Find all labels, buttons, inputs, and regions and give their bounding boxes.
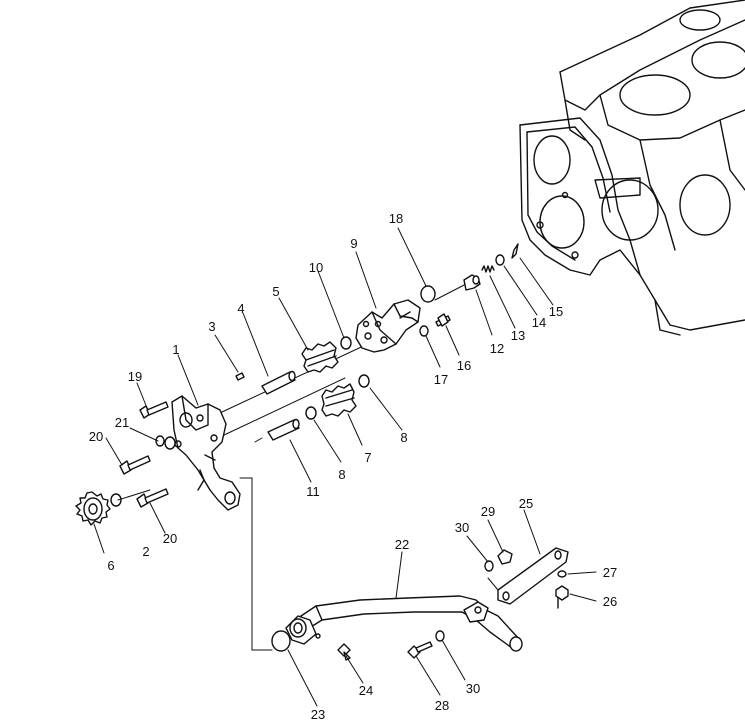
label-part-9: 9 <box>350 236 357 251</box>
label-part-1: 1 <box>172 342 179 357</box>
label-part-16: 16 <box>457 358 471 373</box>
label-part-27: 27 <box>603 565 617 580</box>
label-part-29: 29 <box>481 504 495 519</box>
engine-block <box>519 0 745 336</box>
label-part-3: 3 <box>208 319 215 334</box>
valve-12 <box>463 274 481 291</box>
bushing-8-lower <box>305 406 317 420</box>
nut-29 <box>497 549 513 565</box>
label-part-6: 6 <box>107 558 114 573</box>
part-labels: 1 2 3 4 5 6 7 8 8 9 10 11 12 13 14 15 16… <box>89 211 617 720</box>
label-part-24: 24 <box>359 683 373 698</box>
suction-pipe <box>285 595 523 652</box>
shaft-11 <box>267 418 300 441</box>
label-part-15: 15 <box>549 304 563 319</box>
washer-27 <box>557 570 567 578</box>
washer-14 <box>495 254 505 266</box>
washer-30-upper <box>484 560 494 572</box>
o-ring-23 <box>271 630 291 652</box>
label-part-8-lower: 8 <box>338 467 345 482</box>
gear-7 <box>321 383 357 417</box>
label-part-25: 25 <box>519 496 533 511</box>
washer-30-lower <box>435 630 445 642</box>
label-part-13: 13 <box>511 328 525 343</box>
gear-5 <box>301 341 339 373</box>
washer-17 <box>419 325 429 337</box>
label-part-10: 10 <box>309 260 323 275</box>
label-part-14: 14 <box>532 315 546 330</box>
label-part-18: 18 <box>389 211 403 226</box>
label-part-21: 21 <box>115 415 129 430</box>
o-ring-18 <box>420 285 436 303</box>
center-lines <box>221 281 521 651</box>
spring-13 <box>481 265 495 273</box>
label-part-11: 11 <box>306 484 320 499</box>
label-part-30-upper: 30 <box>455 520 469 535</box>
bolt-16 <box>435 313 451 327</box>
shaft-4 <box>261 370 296 395</box>
label-part-30-lower: 30 <box>466 681 480 696</box>
snap-ring-15 <box>511 243 519 259</box>
bushing-8-upper <box>358 374 370 388</box>
label-part-8-upper: 8 <box>400 430 407 445</box>
label-part-2: 2 <box>142 544 149 559</box>
label-part-20-lower: 20 <box>163 531 177 546</box>
label-part-23: 23 <box>311 707 325 720</box>
pump-cover <box>355 299 421 353</box>
bolt-20-lower <box>136 488 169 508</box>
label-part-17: 17 <box>434 372 448 387</box>
label-part-22: 22 <box>395 537 409 552</box>
pin-3 <box>235 372 245 381</box>
washer-21 <box>155 435 176 450</box>
pump-body <box>171 395 241 511</box>
bolt-24 <box>337 643 351 661</box>
label-part-7: 7 <box>364 450 371 465</box>
label-part-5: 5 <box>272 284 279 299</box>
bolt-26 <box>555 585 569 609</box>
bolt-20-upper <box>119 455 151 475</box>
bushing-10 <box>340 336 352 350</box>
label-part-12: 12 <box>490 341 504 356</box>
bracket-25 <box>497 547 569 605</box>
bolt-28 <box>407 641 433 659</box>
label-part-4: 4 <box>237 301 244 316</box>
leader-lines <box>93 227 597 707</box>
bushing-2 <box>110 493 122 507</box>
label-part-20-upper: 20 <box>89 429 103 444</box>
label-part-26: 26 <box>603 594 617 609</box>
label-part-19: 19 <box>128 369 142 384</box>
sprocket-gear <box>75 491 111 526</box>
label-part-28: 28 <box>435 698 449 713</box>
bolt-19 <box>139 401 169 419</box>
